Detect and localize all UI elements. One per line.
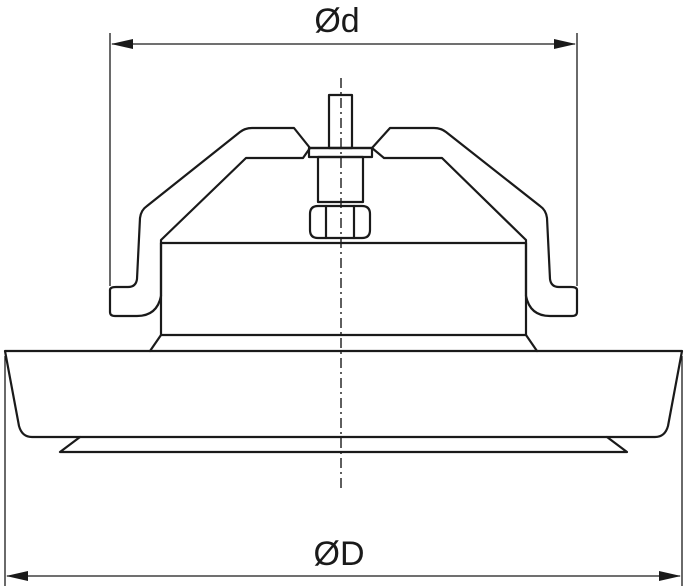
outer-diameter-dimension: ØD — [4, 356, 683, 586]
neck-flare — [148, 333, 539, 353]
lower-cone — [58, 435, 629, 454]
mounting-bracket-outer — [108, 126, 579, 318]
face-plate — [3, 349, 684, 439]
outer-diameter-label: ØD — [314, 535, 365, 573]
inner-diameter-label: Ød — [314, 2, 359, 40]
diffuser-neck — [148, 241, 539, 353]
inner-arrow-left — [111, 39, 133, 49]
mounting-bracket-inner — [159, 146, 528, 298]
outer-arrow-left — [6, 571, 28, 581]
inner-diameter-dimension: Ød — [109, 2, 578, 286]
hex-nut — [308, 204, 372, 240]
inner-arrow-right — [554, 39, 576, 49]
mounting-bracket-outer-left-foot — [108, 288, 163, 318]
outer-arrow-right — [659, 571, 681, 581]
